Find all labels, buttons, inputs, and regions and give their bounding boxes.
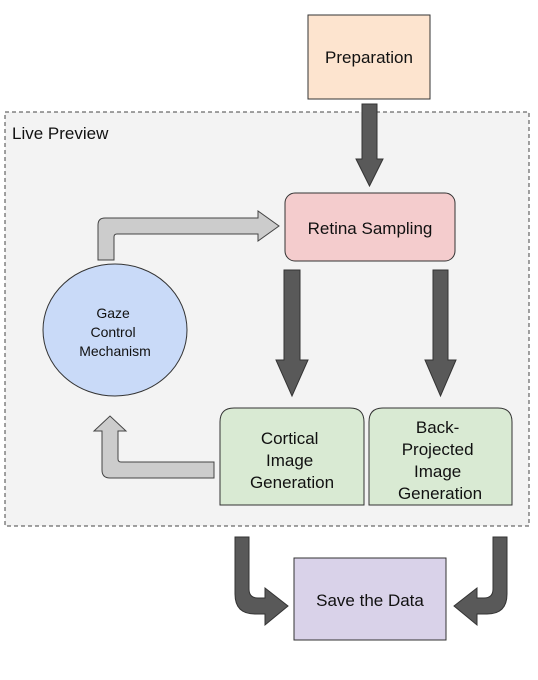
gaze-control-label: Gaze Control Mechanism <box>79 305 151 359</box>
gaze-line: Control <box>90 324 135 340</box>
arrow-retina-to-back-projected <box>424 269 457 398</box>
retina-sampling-box <box>284 192 456 262</box>
cortical-line: Generation <box>250 473 334 492</box>
gaze-line: Mechanism <box>79 343 151 359</box>
arrow-cortical-to-save <box>234 536 289 627</box>
preparation-box <box>307 14 431 100</box>
cortical-line: Image <box>266 451 313 470</box>
arrow-gaze-to-retina <box>97 210 280 261</box>
gaze-control-node <box>42 263 188 397</box>
arrow-cortical-to-gaze <box>92 415 215 479</box>
back-projected-line: Generation <box>398 484 482 503</box>
preparation-line: Preparation <box>325 48 413 67</box>
arrow-back-projected-to-save <box>453 536 508 627</box>
back-projected-line: Image <box>414 462 461 481</box>
back-projected-image-generation-box <box>368 407 513 506</box>
arrow-retina-to-cortical <box>275 269 309 398</box>
back-projected-line: Back- <box>416 418 459 437</box>
back-projected-line: Projected <box>402 440 474 459</box>
back-projected-label: Back- Projected Image Generation <box>398 418 482 503</box>
gaze-line: Gaze <box>96 305 130 321</box>
retina-line: Retina Sampling <box>308 219 433 238</box>
cortical-image-generation-box <box>219 407 365 506</box>
retina-sampling-label: Retina Sampling <box>308 219 433 238</box>
cortical-line: Cortical <box>261 429 319 448</box>
arrow-preparation-to-retina <box>355 103 384 188</box>
preparation-label: Preparation <box>325 48 413 67</box>
cortical-label: Cortical Image Generation <box>250 429 334 492</box>
save-label: Save the Data <box>316 591 424 610</box>
live-preview-label: Live Preview <box>12 124 109 143</box>
save-the-data-box <box>293 557 447 641</box>
save-line: Save the Data <box>316 591 424 610</box>
